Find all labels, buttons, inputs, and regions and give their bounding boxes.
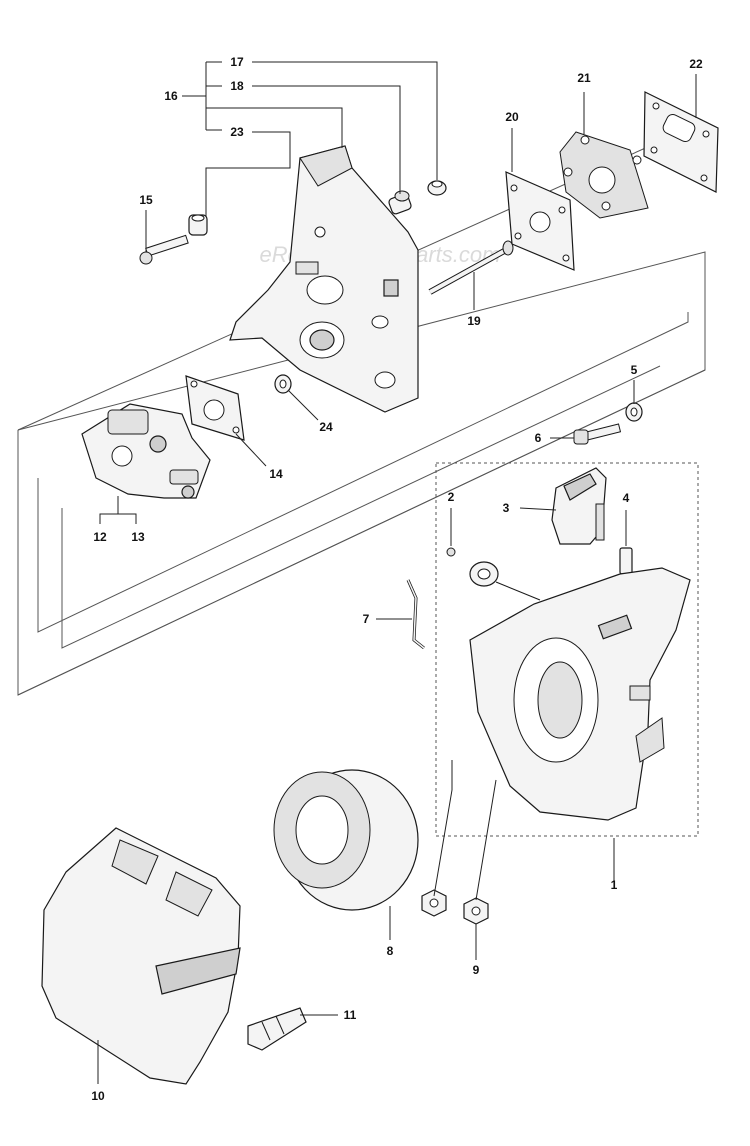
callout-24: 24 (319, 420, 333, 434)
callout-2: 2 (448, 490, 455, 504)
washer-24[interactable] (274, 374, 292, 394)
latch-clip-11[interactable] (247, 1007, 307, 1051)
callout-1: 1 (611, 878, 618, 892)
bolt-19[interactable] (428, 240, 514, 295)
clip-4[interactable] (619, 547, 633, 575)
callout-7: 7 (363, 612, 370, 626)
choke-lever-3[interactable] (551, 467, 607, 545)
callout-20: 20 (505, 110, 519, 124)
bushing-18[interactable] (388, 190, 412, 215)
callout-9: 9 (473, 963, 480, 977)
leader-lines (97, 61, 697, 1084)
callout-8: 8 (387, 944, 394, 958)
callout-17: 17 (230, 55, 244, 69)
callout-18: 18 (230, 79, 244, 93)
callout-23: 23 (230, 125, 244, 139)
washer-5[interactable] (625, 402, 643, 422)
callout-14: 14 (269, 467, 283, 481)
air-filter-cover-10[interactable] (41, 827, 241, 1085)
callout-10: 10 (91, 1089, 105, 1103)
callout-19: 19 (467, 314, 481, 328)
callout-12: 12 (93, 530, 107, 544)
cable-nipple[interactable] (469, 561, 541, 601)
rod-7[interactable] (406, 579, 425, 650)
carburetor-12-13[interactable] (81, 403, 211, 499)
intake-flange-21[interactable] (559, 131, 649, 219)
callout-4: 4 (623, 491, 630, 505)
callout-3: 3 (503, 501, 510, 515)
screw-2[interactable] (446, 547, 456, 557)
spacer-23[interactable] (188, 214, 208, 236)
screw-15[interactable] (139, 234, 189, 265)
callout-16: 16 (164, 89, 178, 103)
carburetor-mount-16[interactable] (229, 145, 419, 413)
callout-13: 13 (131, 530, 145, 544)
callout-labels: 17 18 16 23 15 21 22 20 19 24 14 12 13 5… (91, 55, 703, 1103)
screw-6[interactable] (573, 423, 622, 445)
callout-11: 11 (344, 1008, 357, 1022)
gasket-22[interactable] (643, 91, 719, 193)
gasket-20[interactable] (505, 171, 575, 271)
callout-21: 21 (577, 71, 591, 85)
grommet-17[interactable] (427, 180, 447, 196)
nut-9a[interactable] (421, 889, 447, 917)
air-filter-housing-1[interactable] (469, 567, 691, 821)
callout-22: 22 (689, 57, 703, 71)
gasket-14[interactable] (185, 375, 245, 441)
callout-15: 15 (139, 193, 153, 207)
callout-5: 5 (631, 363, 638, 377)
nut-9b[interactable] (463, 897, 489, 925)
callout-6: 6 (535, 431, 542, 445)
air-filter-8[interactable] (273, 769, 419, 911)
